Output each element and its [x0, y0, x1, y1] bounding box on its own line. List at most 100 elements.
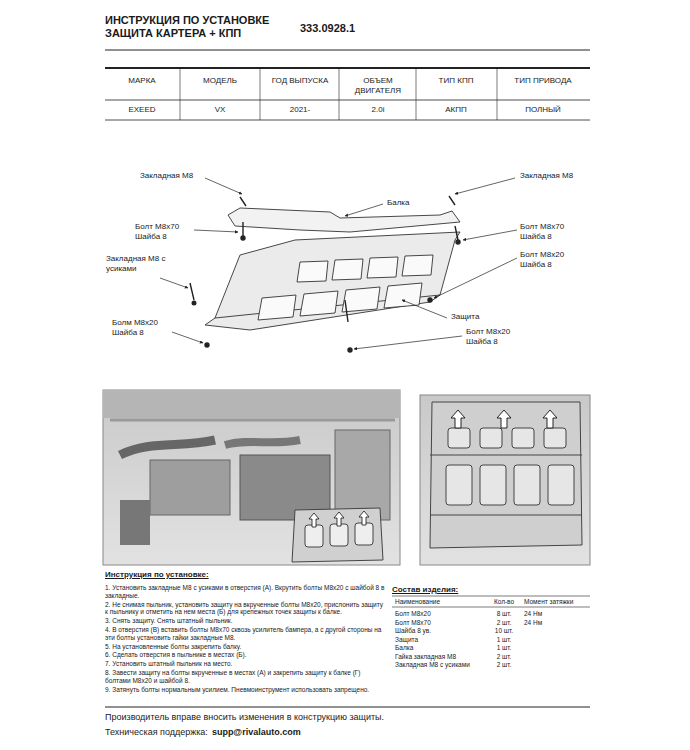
instruction-step: 1. Установить закладные М8 с усиками в о… [105, 584, 387, 600]
table-cell: Защита [395, 636, 485, 644]
instruction-list: 1. Установить закладные М8 с усиками в о… [105, 584, 387, 694]
fasteners [190, 196, 460, 352]
footer-note: Производитель вправе вносить изменения в… [105, 712, 585, 723]
table-header: ТИП ПРИВОДА [505, 76, 581, 86]
illustration-part [367, 257, 398, 278]
table-cell: 1 шт. [486, 636, 522, 644]
instruction-step: 6. Сделать отверстия в пыльнике в местах… [105, 651, 387, 659]
table-cell: Болт М8х70 [395, 619, 485, 627]
illustration-part [497, 410, 511, 428]
support-email: supp@rivalauto.com [212, 727, 301, 738]
illustration-part [420, 395, 590, 565]
photo-left [103, 390, 400, 565]
illustration-part [480, 428, 502, 448]
table-cell: Балка [395, 644, 485, 652]
table-cell: 24 Нм [524, 619, 590, 627]
illustration-part [430, 455, 582, 456]
illustration-part [402, 255, 433, 276]
illustration-part [103, 390, 400, 565]
table-cell: АКПП [418, 105, 494, 115]
table-header: МАРКА [104, 76, 180, 86]
exploded-view [205, 208, 460, 330]
table-cell: Гайка закладная М8 [395, 653, 485, 661]
article-number: 333.0928.1 [300, 22, 410, 35]
instruction-step: 4. В отверстия (В) вставить болты М8х70 … [105, 626, 387, 642]
illustration-part [332, 259, 363, 280]
part-label: Балка [387, 198, 437, 208]
table-cell: EXEED [104, 105, 180, 115]
illustration-part [446, 465, 472, 505]
instruction-step: 9. Затянуть болты нормальным усилием. Пн… [105, 686, 387, 694]
part-label: Болт М8х70 Шайба 8 [520, 222, 576, 241]
header-rules [105, 50, 590, 120]
part-label: Закладная М8 [520, 171, 595, 181]
illustration-part [451, 410, 465, 428]
illustration-part [463, 230, 517, 240]
illustration-part [430, 402, 582, 548]
illustration-part [354, 336, 462, 349]
instruction-step: 7. Установить штатный пыльник на место. [105, 660, 387, 668]
part-label: Болт М8х20 Шайба 8 [520, 250, 576, 269]
table-cell: 8 шт. [486, 610, 522, 618]
part-label: Закладная М8 с усиками [106, 254, 184, 273]
table-cell: 2 шт. [486, 619, 522, 627]
table-rules [105, 596, 590, 707]
table-header: Момент затяжки [524, 598, 590, 606]
table-cell: Закладная М8 с усиками [395, 661, 485, 669]
illustration-part [205, 343, 209, 347]
illustration-part [480, 465, 506, 505]
illustration-part [345, 204, 383, 216]
illustration-part [392, 607, 590, 608]
illustration-part [160, 278, 188, 288]
illustration-part [359, 511, 369, 525]
illustration-part [258, 295, 296, 320]
illustration-part [392, 596, 590, 597]
illustration-part [305, 525, 323, 547]
illustration-part [348, 348, 352, 352]
table-cell: ПОЛНЫЙ [505, 105, 581, 115]
illustration-part [455, 178, 515, 194]
part-label: Болт М8х70 Шайба 8 [135, 222, 191, 241]
instruction-step: 5. На установленные болты закрепить балк… [105, 643, 387, 651]
table-cell: 10 шт. [486, 627, 522, 635]
illustration-part [105, 707, 590, 708]
illustration-part [103, 390, 400, 418]
illustration-part [497, 68, 498, 120]
table-header: ГОД ВЫПУСКА [262, 76, 338, 86]
part-label: Закладная М8 [140, 171, 215, 181]
table-header: Наименование [395, 598, 485, 606]
section-heading: Состав изделия: [392, 585, 542, 595]
illustration-part [345, 300, 348, 322]
illustration-part [228, 208, 460, 232]
illustration-part [194, 230, 238, 232]
section-heading: Инструкция по установке: [105, 570, 325, 580]
illustration-part [543, 410, 557, 428]
part-label: Болм М8х20 Шайба 8 [112, 318, 168, 337]
table-cell: Болт М8х20 [395, 610, 485, 618]
illustration-part [260, 68, 261, 120]
part-label: Защита [451, 312, 501, 322]
illustration-part [110, 419, 395, 422]
illustration-part [192, 301, 196, 305]
illustration-part [120, 440, 215, 455]
illustration-part [514, 465, 540, 505]
illustration-part [297, 261, 328, 282]
illustration-part [180, 68, 181, 120]
instruction-step: 2. Не снимая пыльник, установить защиту … [105, 601, 387, 617]
table-cell: 2021- [262, 105, 338, 115]
table-header: МОДЕЛЬ [182, 76, 258, 86]
illustration-part [105, 120, 590, 121]
illustration-part [456, 240, 460, 244]
illustration-part [402, 300, 447, 318]
illustration-part [241, 236, 245, 240]
illustration-part [416, 68, 417, 120]
document-title: ИНСТРУКЦИЯ ПО УСТАНОВКЕ ЗАЩИТА КАРТЕРА +… [105, 14, 290, 40]
illustration-part [105, 67, 590, 69]
instruction-step: 8. Завести защиту на болты вкрученные в … [105, 669, 387, 685]
illustration-part [339, 68, 340, 120]
illustration-part [292, 508, 383, 562]
illustration-part [335, 430, 390, 520]
illustration-part [512, 428, 534, 448]
